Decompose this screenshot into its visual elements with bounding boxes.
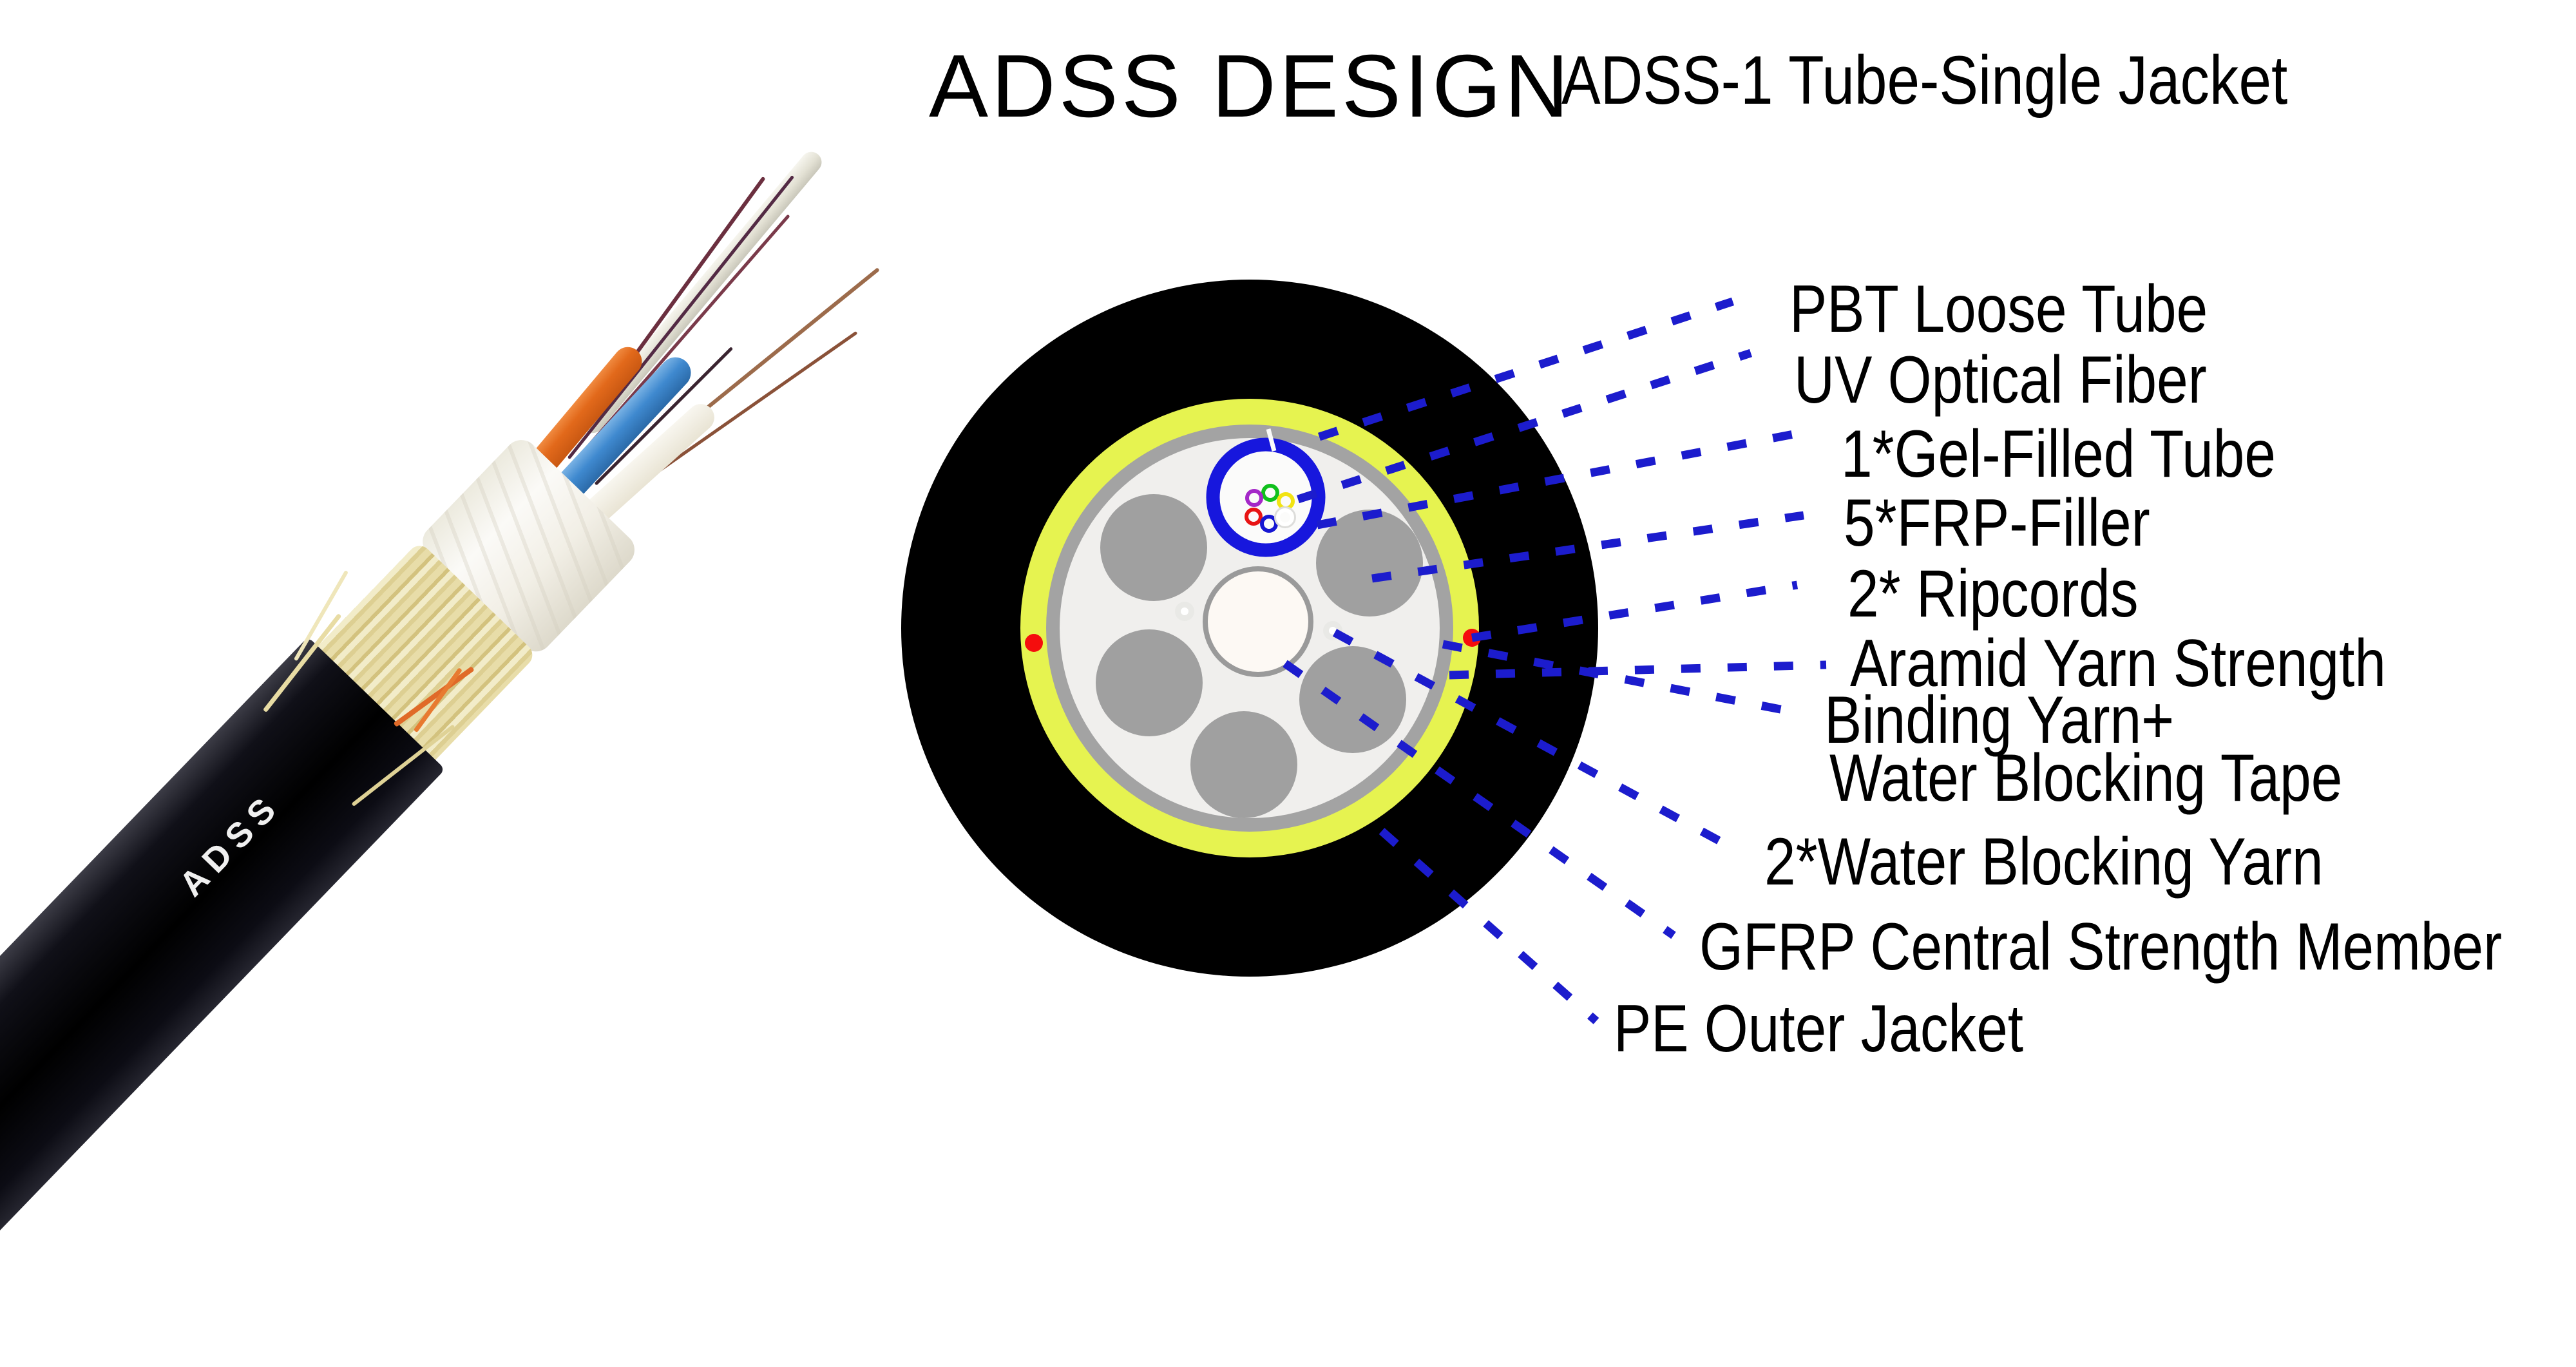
optical-fiber-red (1245, 508, 1263, 526)
frp-filler-circle (1100, 494, 1207, 601)
optical-fiber-green (1261, 484, 1279, 502)
cross-section-diagram (901, 280, 1827, 1024)
leader-lines (1283, 297, 1827, 1024)
leader-gel-filled-tube (1316, 428, 1802, 530)
label-uv-optical-fiber: UV Optical Fiber (1794, 343, 2207, 417)
gfrp-central-member (1208, 571, 1308, 672)
water-blocking-yarn-dot (1181, 607, 1188, 615)
label-gel-filled-tube: 1*Gel-Filled Tube (1841, 417, 2276, 492)
page-title: ADSS DESIGN (929, 37, 1572, 136)
optical-fiber-purple (1245, 489, 1263, 507)
leader-ripcords (1471, 580, 1798, 642)
label-pe-outer-jacket: PE Outer Jacket (1614, 991, 2024, 1066)
optical-fiber-blue (1260, 515, 1278, 533)
optical-fiber-white (1276, 508, 1294, 526)
leader-pe-outer-jacket (1379, 828, 1599, 1024)
frp-filler-circle (1316, 510, 1423, 617)
pbt-loose-tube-ring (1206, 437, 1326, 557)
label-ripcords: 2* Ripcords (1847, 557, 2139, 631)
leader-uv-optical-fiber (1297, 349, 1752, 504)
label-pbt-loose-tube: PBT Loose Tube (1789, 272, 2208, 347)
label-binding-yarn: Binding Yarn+ (1824, 683, 2175, 758)
frp-filler-circle (1299, 646, 1406, 753)
frp-filler-circle (1096, 629, 1203, 736)
leader-aramid-yarn (1449, 660, 1827, 680)
loose-tube-notch (1266, 428, 1277, 452)
label-aramid-yarn-strength: Aramid Yarn Strength (1850, 626, 2386, 701)
ripcord-dot (1025, 634, 1043, 652)
leader-gfrp-central-member (1283, 660, 1676, 939)
leader-water-blocking-yarn (1332, 629, 1742, 856)
label-water-blocking-tape: Water Blocking Tape (1829, 741, 2343, 816)
frp-filler-circle (1190, 711, 1297, 818)
label-gfrp-central-strength-member: GFRP Central Strength Member (1699, 910, 2503, 984)
label-frp-filler: 5*FRP-Filler (1844, 486, 2150, 560)
leader-binding-tape (1442, 640, 1805, 718)
label-water-blocking-yarn: 2*Water Blocking Yarn (1764, 825, 2323, 899)
page-subtitle: ADSS-1 Tube-Single Jacket (1561, 41, 2288, 119)
